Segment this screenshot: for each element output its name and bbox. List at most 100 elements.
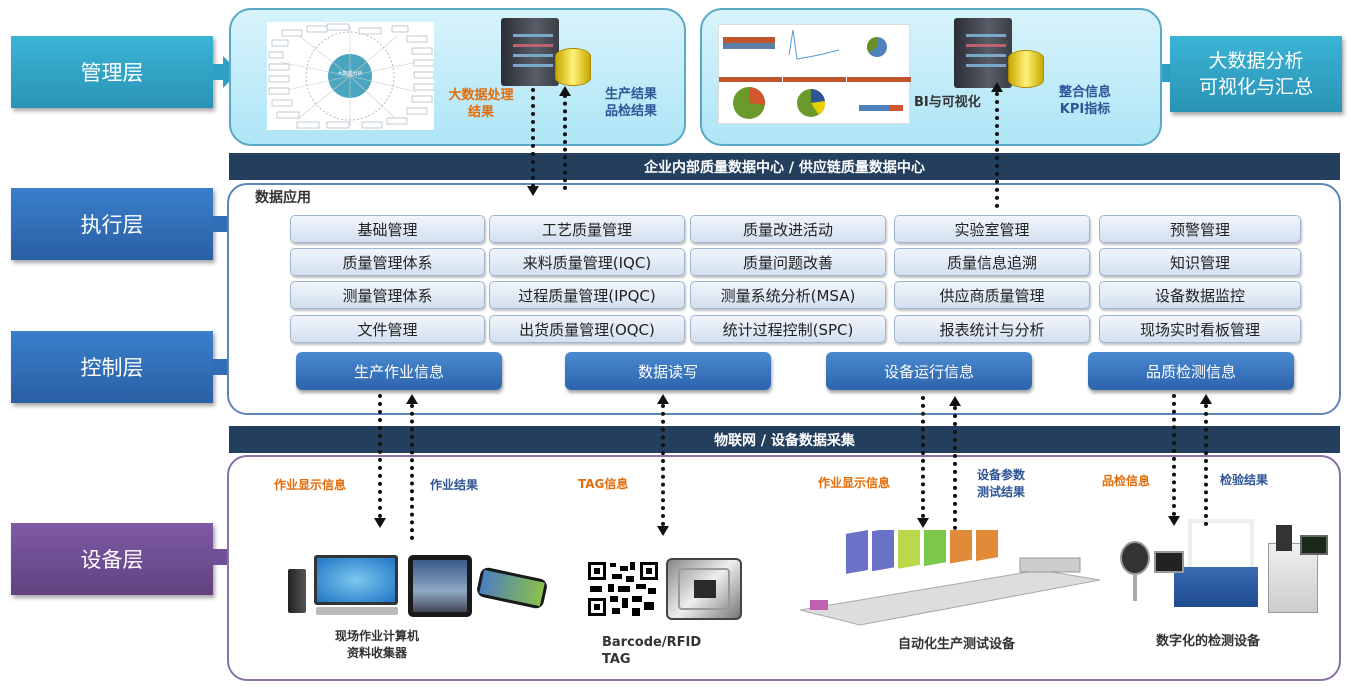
dashboard-graphic — [719, 29, 911, 119]
server-icon — [954, 18, 1012, 88]
iot-label: 物联网 / 设备数据采集 — [714, 432, 855, 449]
flow-label-inspection-result: 检验结果 — [1220, 473, 1269, 487]
flow-label-job-display-2: 作业显示信息 — [818, 476, 891, 490]
barcode-line1: Barcode/RFID — [602, 635, 702, 650]
app-module-button[interactable]: 文件管理 — [290, 315, 485, 343]
flow-label-device-params: 设备参数 测试结果 — [977, 467, 1025, 501]
arrow-up-icon — [406, 394, 418, 404]
processing-line2: 结果 — [467, 105, 494, 120]
control-button-quality-inspection[interactable]: 品质检测信息 — [1088, 352, 1294, 390]
connector-down-line — [378, 394, 382, 518]
control-button-data-read-write[interactable]: 数据读写 — [565, 352, 771, 390]
connector-down-line — [921, 396, 925, 518]
flow-label-job-display-1: 作业显示信息 — [274, 478, 347, 492]
bi-dashboard-thumbnail — [718, 24, 911, 124]
arrow-up-icon — [991, 82, 1003, 92]
barcode-line2: TAG — [602, 652, 631, 667]
layer-control-label: 控制层 — [80, 356, 144, 380]
big-data-analysis-label: 大数据分析 可视化与汇总 — [1170, 36, 1342, 112]
server-icon — [501, 18, 559, 86]
layer-execution: 执行层 — [11, 188, 213, 260]
computers-caption: 现场作业计算机 资料收集器 — [322, 628, 432, 662]
layer-control: 控制层 — [11, 331, 213, 403]
app-module-button[interactable]: 来料质量管理(IQC) — [489, 248, 685, 276]
app-module-button[interactable]: 质量管理体系 — [290, 248, 485, 276]
results-line2: 品检结果 — [604, 104, 657, 119]
app-module-button[interactable]: 报表统计与分析 — [894, 315, 1090, 343]
bi-visualization-label: BI与可视化 — [914, 95, 981, 110]
flow-label-job-result: 作业结果 — [430, 478, 479, 492]
app-module-button[interactable]: 知识管理 — [1099, 248, 1301, 276]
phone-icon — [475, 566, 549, 610]
inspection-caption: 数字化的检测设备 — [1156, 634, 1261, 649]
arrow-down-icon — [1168, 516, 1180, 526]
app-module-button[interactable]: 供应商质量管理 — [894, 281, 1090, 309]
big-data-radial-diagram: 大数据分析 — [267, 22, 435, 130]
dial-gauge-icon — [1120, 541, 1150, 575]
results-line1: 生产结果 — [604, 87, 657, 102]
app-module-button[interactable]: 质量信息追溯 — [894, 248, 1090, 276]
management-panel-right: BI与可视化 整合信息 KPI指标 — [700, 8, 1162, 146]
right-label-line2: 可视化与汇总 — [1198, 76, 1313, 98]
computers-line1: 现场作业计算机 — [334, 629, 419, 643]
processing-line1: 大数据处理 — [448, 88, 514, 103]
control-button-equipment-status[interactable]: 设备运行信息 — [826, 352, 1032, 390]
data-application-title: 数据应用 — [255, 190, 311, 206]
app-module-button[interactable]: 出货质量管理(OQC) — [489, 315, 685, 343]
control-button-production-info[interactable]: 生产作业信息 — [296, 352, 502, 390]
management-panel-left: 大数据分析 大数据处理 结果 生产结果 品检结果 — [229, 8, 686, 146]
app-module-button[interactable]: 设备数据监控 — [1099, 281, 1301, 309]
layer-device-label: 设备层 — [80, 548, 144, 572]
layer-execution-label: 执行层 — [80, 213, 144, 237]
device-params-line2: 测试结果 — [977, 485, 1026, 499]
app-module-button[interactable]: 实验室管理 — [894, 215, 1090, 243]
iot-data-collection-bar: 物联网 / 设备数据采集 — [229, 426, 1340, 453]
app-module-button[interactable]: 质量改进活动 — [690, 215, 886, 243]
qr-code-icon — [586, 560, 660, 618]
automation-line-illustration — [799, 517, 1101, 630]
cmm-machine-icon — [1188, 519, 1254, 569]
device-params-line1: 设备参数 — [977, 468, 1026, 482]
integrated-line1: 整合信息 — [1058, 85, 1111, 100]
automation-caption: 自动化生产测试设备 — [898, 637, 1016, 652]
radial-center-text: 大数据分析 — [337, 70, 362, 77]
connector-up-line — [1204, 404, 1208, 526]
big-data-processing-label: 大数据处理 结果 — [441, 87, 521, 121]
layer-management-label: 管理层 — [80, 61, 144, 85]
arrow-up-icon — [1200, 394, 1212, 404]
pc-tower-icon — [288, 569, 306, 613]
database-icon — [1008, 50, 1044, 88]
right-label-line1: 大数据分析 — [1208, 50, 1304, 72]
layer-device: 设备层 — [11, 523, 213, 595]
app-module-button[interactable]: 工艺质量管理 — [489, 215, 685, 243]
connector-up-line — [953, 406, 957, 530]
connector-up-line — [563, 94, 567, 190]
app-module-button[interactable]: 质量问题改善 — [690, 248, 886, 276]
computer-devices-illustration — [286, 555, 549, 617]
app-module-button[interactable]: 过程质量管理(IPQC) — [489, 281, 685, 309]
tablet-icon — [408, 555, 472, 617]
connector-up-line — [410, 404, 414, 540]
production-results-label: 生产结果 品检结果 — [599, 86, 663, 120]
connector-up-line — [995, 92, 999, 208]
app-module-button[interactable]: 测量系统分析(MSA) — [690, 281, 886, 309]
app-module-button[interactable]: 基础管理 — [290, 215, 485, 243]
connector-down-line — [531, 88, 535, 188]
arrow-down-icon — [657, 526, 669, 536]
rfid-tag-icon — [666, 558, 742, 620]
integrated-line2: KPI指标 — [1059, 102, 1111, 117]
layer-management: 管理层 — [11, 36, 213, 108]
app-module-button[interactable]: 现场实时看板管理 — [1099, 315, 1301, 343]
app-module-button[interactable]: 预警管理 — [1099, 215, 1301, 243]
monitor-icon — [314, 555, 398, 605]
arrow-down-icon — [527, 186, 539, 196]
flow-label-tag-info: TAG信息 — [578, 477, 629, 491]
computers-line2: 资料收集器 — [346, 646, 407, 660]
flow-label-inspection-info: 品检信息 — [1102, 474, 1151, 488]
quality-data-center-bar: 企业内部质量数据中心 / 供应链质量数据中心 — [229, 153, 1340, 180]
app-module-button[interactable]: 测量管理体系 — [290, 281, 485, 309]
app-module-button[interactable]: 统计过程控制(SPC) — [690, 315, 886, 343]
arrow-right-icon — [213, 56, 239, 88]
arrow-down-icon — [917, 518, 929, 528]
arrow-down-icon — [374, 518, 386, 528]
